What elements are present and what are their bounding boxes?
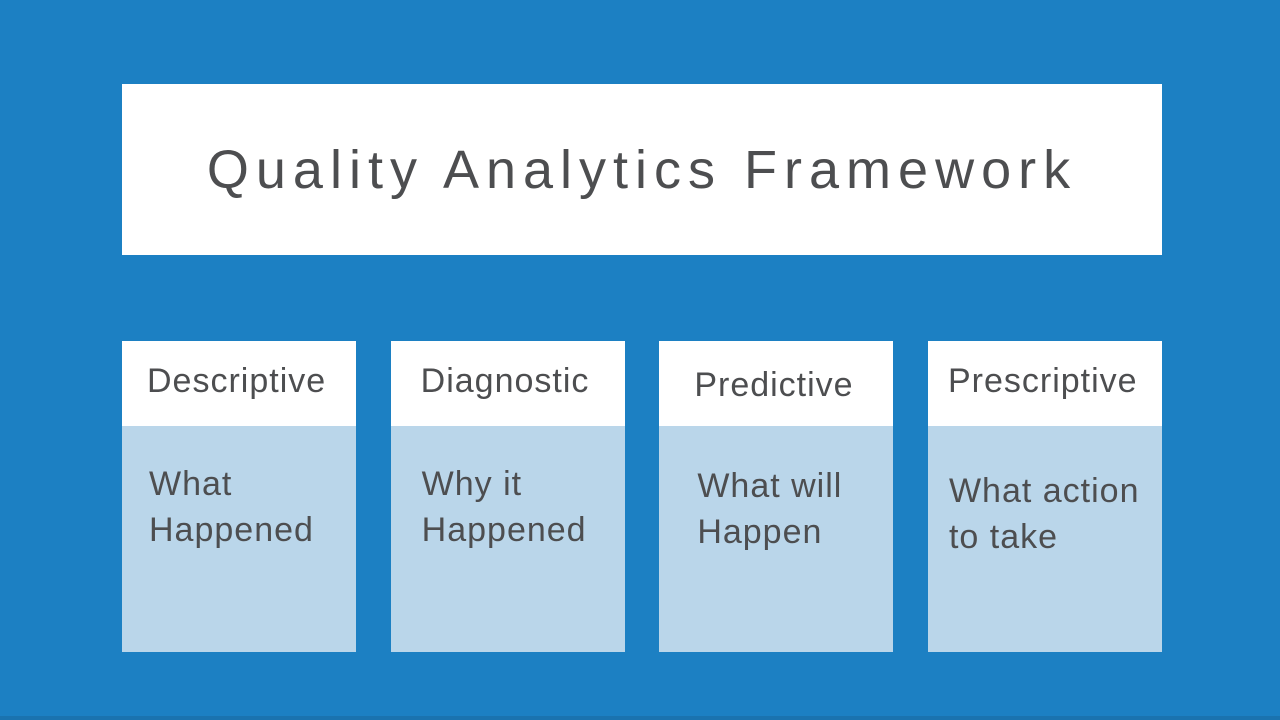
card-predictive-body: What will Happen [659,426,894,652]
card-descriptive-body-text: What Happened [149,465,314,549]
card-descriptive-heading: Descriptive [147,362,327,400]
card-descriptive: Descriptive What Happened [122,341,356,652]
card-diagnostic-body-text: Why it Happened [421,465,587,549]
analytics-cards-row: Descriptive What Happened Diagnostic Why… [122,341,1162,652]
card-predictive-heading: Predictive [694,366,854,404]
slide-title: Quality Analytics Framework [206,139,1078,200]
card-predictive: Predictive What will Happen [659,341,894,652]
card-diagnostic: Diagnostic Why it Happened [390,341,625,652]
title-panel: Quality Analytics Framework [122,84,1162,255]
card-diagnostic-header: Diagnostic [390,341,625,426]
card-prescriptive-heading: Prescriptive [947,362,1138,400]
card-diagnostic-body: Why it Happened [390,426,625,652]
card-descriptive-body: What Happened [122,426,356,652]
card-diagnostic-heading: Diagnostic [420,362,590,400]
bottom-edge-strip [0,716,1280,720]
card-predictive-header: Predictive [659,341,894,426]
card-prescriptive-body-text: What action to take [948,472,1140,556]
card-prescriptive-header: Prescriptive [927,341,1162,426]
card-descriptive-header: Descriptive [122,341,356,426]
card-predictive-body-text: What will Happen [697,467,843,551]
card-prescriptive-body: What action to take [927,426,1162,652]
card-prescriptive: Prescriptive What action to take [927,341,1162,652]
